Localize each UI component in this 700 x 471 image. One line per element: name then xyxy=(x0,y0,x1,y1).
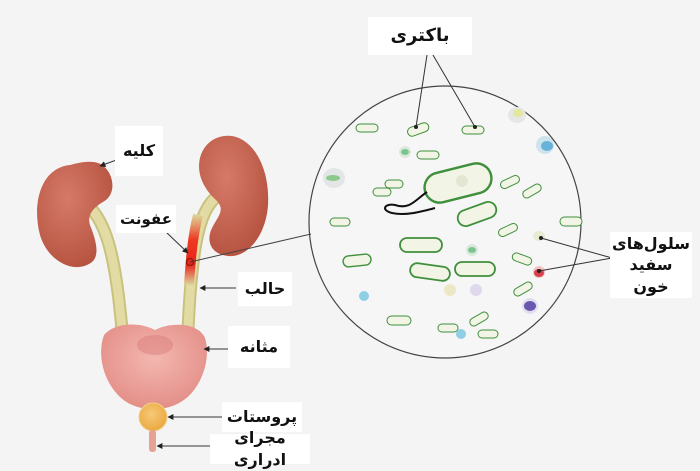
bacteria-label: باکتری xyxy=(368,17,472,55)
white-blood-cells-label: سلول‌های سفید خون xyxy=(610,232,692,298)
infection-area xyxy=(184,213,203,286)
prostate-label: پروستات xyxy=(222,402,302,432)
callout-lines xyxy=(415,54,613,272)
kidney-label: کلیه xyxy=(115,126,163,176)
ureter-label: حالب xyxy=(238,272,292,306)
urethra-label: مجرای ادراری xyxy=(210,428,310,469)
urethra xyxy=(149,430,156,452)
left-kidney xyxy=(37,161,113,268)
white-blood-cells-label-line2: سفید خون xyxy=(629,255,673,296)
white-blood-cells-label-line1: سلول‌های xyxy=(612,233,690,253)
infection-label: عفونت xyxy=(116,205,176,233)
label-arrows xyxy=(99,154,236,449)
left-ureter xyxy=(83,200,129,331)
bladder-label: مثانه xyxy=(228,326,290,368)
prostate xyxy=(138,402,168,432)
right-kidney xyxy=(199,135,269,257)
bladder xyxy=(101,324,207,410)
white-blood-cells xyxy=(323,107,554,339)
bacteria-cells xyxy=(329,122,583,339)
